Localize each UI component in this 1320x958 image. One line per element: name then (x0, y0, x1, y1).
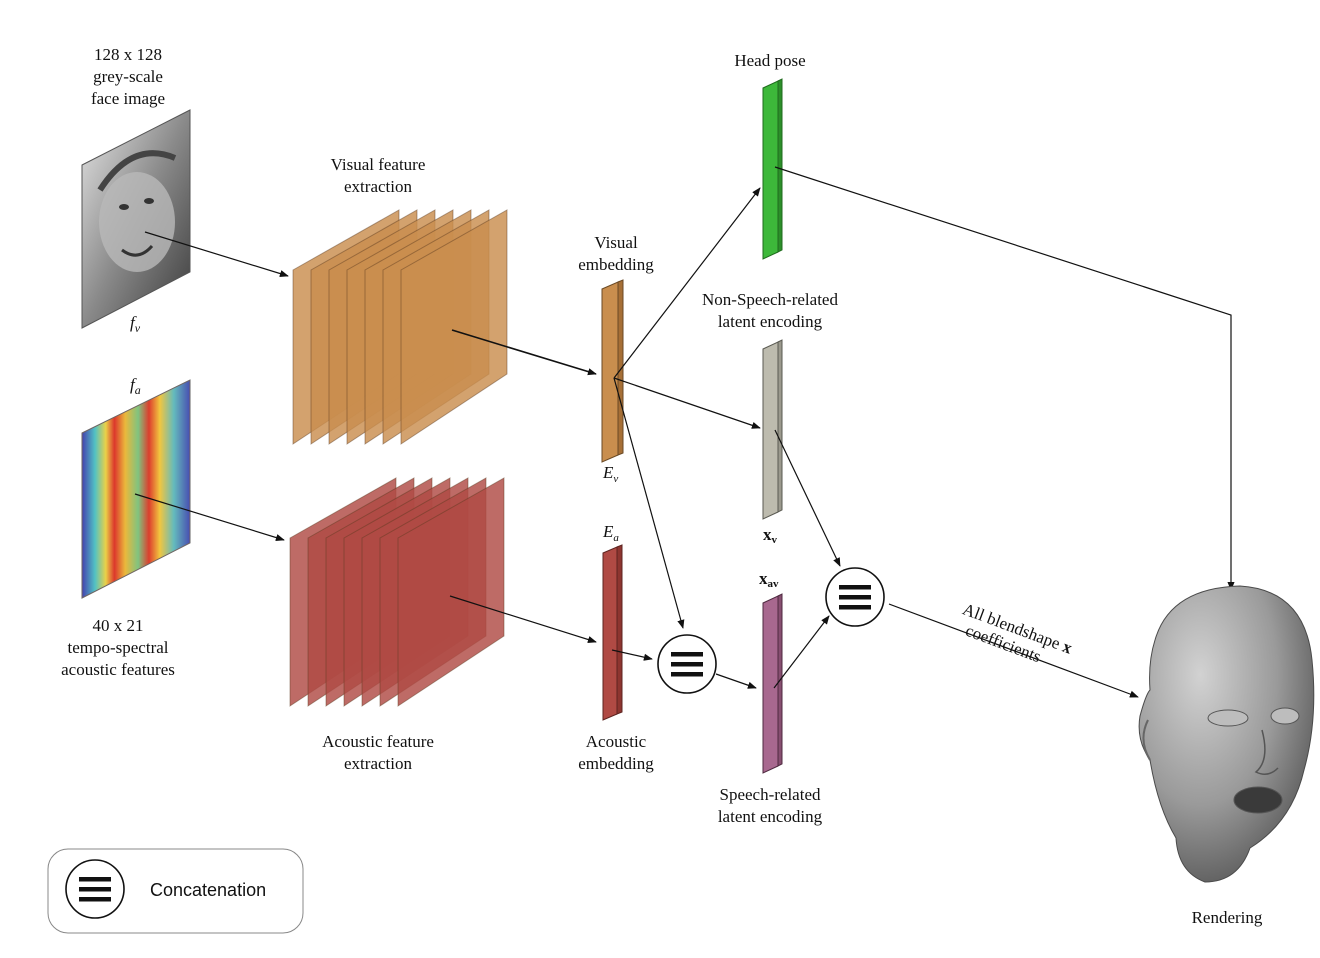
rendering-label: Rendering (1192, 908, 1263, 927)
arrow-acoustic-to-concat (611, 649, 653, 661)
arrow-speech-to-concat2 (773, 615, 830, 689)
speech-symbol: xav (759, 569, 779, 590)
visual-feature-subtitle: extraction (344, 177, 412, 196)
acoustic-symbol: fa (130, 375, 141, 397)
head-pose-bar (762, 78, 783, 260)
face-symbol: fv (130, 313, 141, 335)
acoustic-size-label: 40 x 21 (93, 616, 144, 635)
arrow-embedding-to-concat (613, 377, 685, 629)
arrow-nonspeech-to-concat2 (774, 429, 841, 567)
concat-node-1 (657, 634, 717, 694)
non-speech-subtitle: latent encoding (718, 312, 823, 331)
non-speech-bar (762, 339, 783, 520)
concatenation-icon (65, 859, 125, 919)
visual-feature-title: Visual feature (331, 155, 426, 174)
acoustic-desc-label: acoustic features (61, 660, 175, 679)
visual-embedding-symbol: Ev (602, 463, 618, 485)
arrow-visual-to-embedding (451, 329, 597, 376)
acoustic-type-label: tempo-spectral (67, 638, 168, 657)
acoustic-feature-subtitle: extraction (344, 754, 412, 773)
arrow-concat-to-speech (715, 673, 757, 689)
face-desc-label: face image (91, 89, 165, 108)
speech-subtitle: latent encoding (718, 807, 823, 826)
speech-title: Speech-related (720, 785, 821, 804)
connector-arrows (134, 166, 1235, 698)
spectrogram-image (81, 379, 191, 599)
arrow-concat2-to-rendering (888, 603, 1139, 698)
acoustic-feature-layers (289, 477, 505, 707)
concat-node-2 (825, 567, 885, 627)
arrow-embedding-to-nonspeech (613, 377, 761, 429)
acoustic-embedding-subtitle: embedding (578, 754, 654, 773)
acoustic-input: fa 40 x 21 tempo-spectral acoustic featu… (61, 375, 191, 679)
acoustic-embedding-symbol: Ea (602, 522, 619, 544)
non-speech-symbol: xv (763, 525, 778, 546)
speech-bar (762, 593, 783, 774)
face-image (81, 109, 191, 329)
legend-box: Concatenation (47, 848, 304, 934)
visual-embedding-bar (601, 279, 624, 463)
face-size-label: 128 x 128 (94, 45, 162, 64)
acoustic-embedding-title: Acoustic (586, 732, 647, 751)
visual-feature-layer (400, 209, 508, 445)
head-pose-title: Head pose (734, 51, 805, 70)
arrow-headpose-to-rendering (774, 166, 1235, 591)
acoustic-embedding-bar (602, 544, 623, 721)
blendshape-label-group: All blendshape x coefficients (960, 599, 1075, 666)
acoustic-feature-title: Acoustic feature (322, 732, 434, 751)
arrow-embedding-to-headpose (613, 187, 761, 379)
arrow-face-to-visual (144, 231, 289, 278)
face-type-label: grey-scale (93, 67, 163, 86)
acoustic-feature-layer (397, 477, 505, 707)
visual-feature-layers (292, 209, 508, 445)
rendered-head-image (1138, 585, 1315, 883)
face-input: 128 x 128 grey-scale face image fv (81, 45, 191, 335)
arrow-acoustic-to-embedding (449, 595, 597, 643)
visual-embedding-subtitle: embedding (578, 255, 654, 274)
arrow-spec-to-acoustic (134, 493, 285, 542)
non-speech-title: Non-Speech-related (702, 290, 838, 309)
visual-embedding-title: Visual (594, 233, 638, 252)
legend-label: Concatenation (150, 880, 266, 900)
